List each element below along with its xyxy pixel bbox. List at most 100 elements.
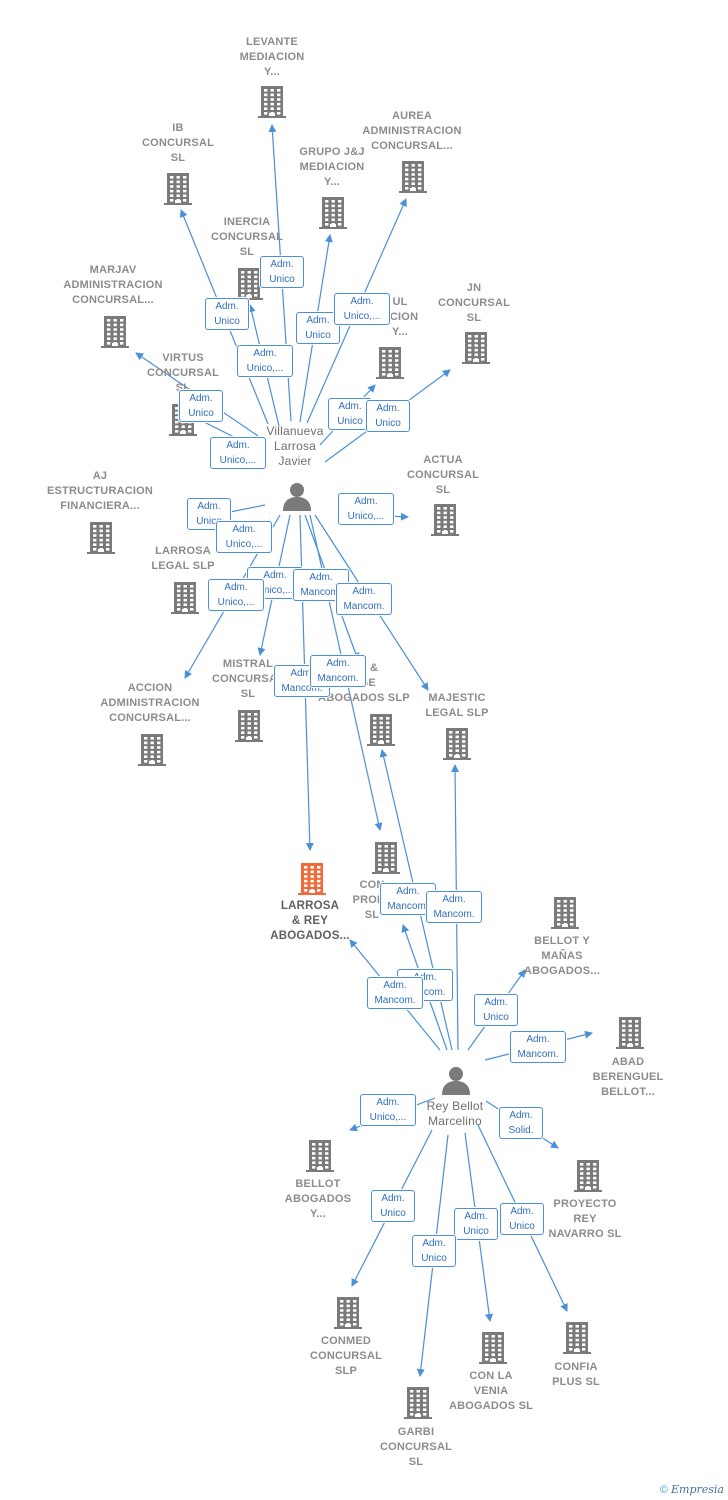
- company-label-line: JN: [466, 282, 482, 294]
- company-label-line: UL: [392, 296, 408, 308]
- company-label-line: Y...: [309, 1208, 327, 1220]
- building-icon-grupojj[interactable]: [319, 195, 347, 234]
- relation-label-line: Unico: [380, 1208, 406, 1219]
- building-icon-ib[interactable]: [164, 171, 192, 210]
- relation-label-r_actua[interactable]: Adm.Unico,...: [338, 493, 394, 525]
- relation-label-line: Unico: [483, 1012, 509, 1023]
- building-icon-jn[interactable]: [462, 330, 490, 369]
- building-icon-conlavenia[interactable]: [479, 1330, 507, 1369]
- relation-label-r_bellotmanas[interactable]: Adm.Unico: [474, 994, 518, 1026]
- person-icon-rey[interactable]: [441, 1065, 471, 1100]
- building-icon-larrosalegal[interactable]: [171, 580, 199, 619]
- relation-label-r_larrosarey2[interactable]: Adm.Mancom.: [367, 977, 423, 1009]
- relation-label-r_inercia[interactable]: Adm.Unico,...: [237, 345, 293, 377]
- company-label-line: MAJESTIC: [428, 692, 486, 704]
- relation-label-line: Adm.: [189, 393, 213, 404]
- company-label-line: BERENGUEL: [592, 1071, 664, 1083]
- relation-label-line: Unico: [463, 1226, 489, 1237]
- relation-label-r_majestic2[interactable]: Adm.Mancom.: [397, 969, 453, 1001]
- building-icon-aj[interactable]: [87, 520, 115, 559]
- relation-label-r_aurea[interactable]: Adm.Unico,...: [334, 293, 390, 325]
- building-icon-bellotmanas[interactable]: [551, 895, 579, 934]
- relation-label-r_confia[interactable]: Adm.Unico: [500, 1203, 544, 1235]
- relation-label-line: Adm.: [383, 980, 407, 991]
- relation-label-r_levante[interactable]: Adm.Unico: [260, 256, 304, 288]
- company-label-line: MEDIACION: [299, 161, 365, 173]
- relation-label-line: Unico: [188, 408, 214, 419]
- building-icon-ngjose[interactable]: [367, 712, 395, 751]
- building-icon-levante[interactable]: [258, 84, 286, 123]
- building-icon-garbi[interactable]: [404, 1385, 432, 1424]
- relation-label-r_proyecto[interactable]: Adm.Solid.: [499, 1107, 543, 1139]
- relation-label-r_conlavenia[interactable]: Adm.Unico: [454, 1208, 498, 1240]
- building-icon-actua[interactable]: [431, 502, 459, 541]
- relation-label-r_aj[interactable]: Adm.Unico: [187, 498, 231, 530]
- relation-label-r_ul[interactable]: Adm.Unico: [328, 398, 372, 430]
- company-label-line: PLUS SL: [552, 1376, 600, 1388]
- relation-label-r_ngjose2[interactable]: Adm.Mancom.: [310, 655, 366, 687]
- relation-label-r_conmed[interactable]: Adm.Unico: [371, 1190, 415, 1222]
- person-icon-villanueva[interactable]: [282, 481, 312, 516]
- building-icon-proyecto[interactable]: [574, 1158, 602, 1197]
- building-icon-inercia[interactable]: [235, 266, 263, 305]
- building-icon-bellotabog[interactable]: [306, 1138, 334, 1177]
- relation-label-r_majestic[interactable]: Adm.Mancom.: [336, 583, 392, 615]
- relation-label-r_abad[interactable]: Adm.Mancom.: [510, 1031, 566, 1063]
- building-icon-ul[interactable]: [376, 345, 404, 384]
- relation-label-r_accion[interactable]: Adm.Unico,...: [208, 579, 264, 611]
- relation-label-r_bellotabog[interactable]: Adm.Unico,...: [360, 1094, 416, 1126]
- relation-label-r_jn[interactable]: Adm.Unico: [366, 400, 410, 432]
- footer-brand[interactable]: © Empresia: [660, 1483, 724, 1496]
- relation-label-line: Adm.: [396, 886, 420, 897]
- relation-label-line: Unico,...: [343, 311, 381, 322]
- relation-label-r_ib[interactable]: Adm.Unico: [205, 298, 249, 330]
- building-icon-majestic[interactable]: [443, 726, 471, 765]
- relation-label-r_conprof2[interactable]: Adm.Mancom.: [426, 891, 482, 923]
- person-label-line: Villanueva: [266, 424, 324, 438]
- relation-label-r_garbi[interactable]: Adm.Unico: [412, 1235, 456, 1267]
- relation-label-line: Unico,...: [217, 597, 255, 608]
- company-label-line: CONCURSAL: [379, 1441, 453, 1453]
- relation-label-r_grupojj[interactable]: Adm.Unico: [296, 312, 340, 344]
- building-icon-marjav[interactable]: [101, 314, 129, 353]
- building-icon-mistral[interactable]: [235, 708, 263, 747]
- building-icon-aurea[interactable]: [399, 159, 427, 198]
- relation-label-r_virtus[interactable]: Adm. Unico: [179, 390, 223, 422]
- company-label-line: CONCURSAL: [210, 231, 284, 243]
- relation-label-line: Adm.: [422, 1238, 446, 1249]
- relation-label-r_marjav[interactable]: Adm.Unico,...: [210, 437, 266, 469]
- company-label-line: BELLOT Y: [534, 935, 590, 947]
- building-icon-conmed[interactable]: [334, 1295, 362, 1334]
- relation-label-r_larrosalegal[interactable]: Adm.Unico,...: [216, 521, 272, 553]
- building-icon-accion[interactable]: [138, 732, 166, 771]
- building-icon-confia[interactable]: [563, 1320, 591, 1359]
- building-icon-conprof[interactable]: [372, 840, 400, 879]
- building-icon-abad[interactable]: [616, 1015, 644, 1054]
- building-icon-larrosarey[interactable]: [298, 861, 326, 900]
